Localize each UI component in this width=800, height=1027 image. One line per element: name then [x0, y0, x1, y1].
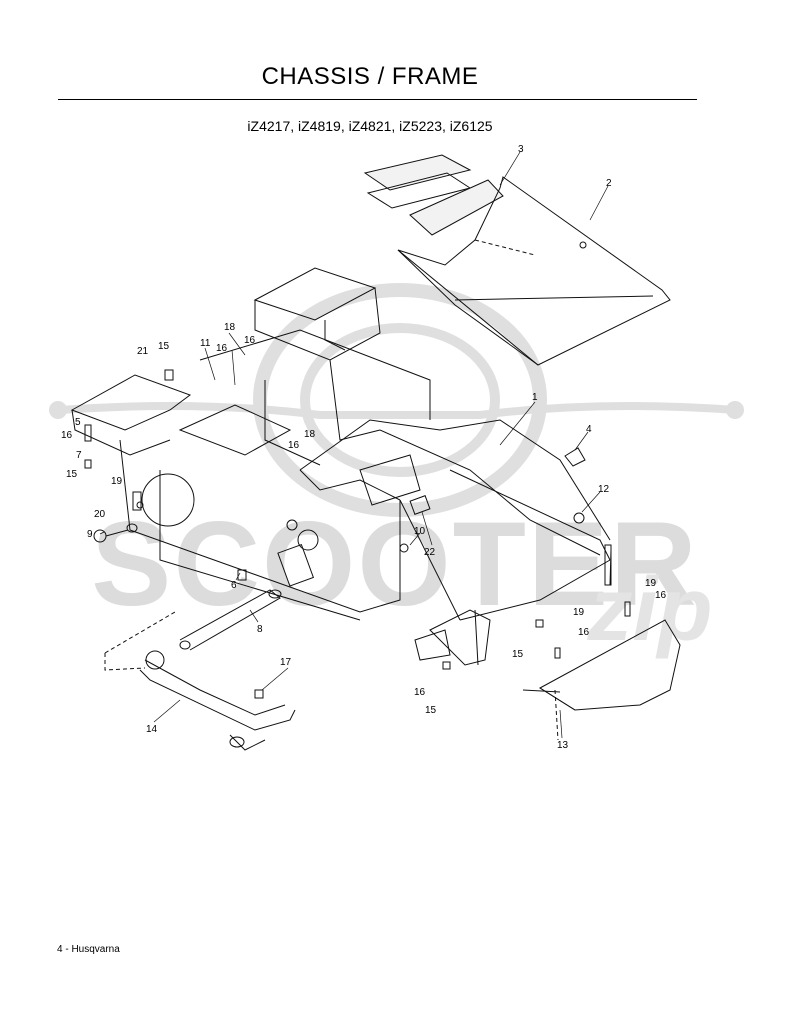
- callout-7: 7: [76, 450, 82, 461]
- model-line: iZ4217, iZ4819, iZ4821, iZ5223, iZ6125: [247, 118, 493, 134]
- watermark-text: SCOOTER: [91, 497, 698, 631]
- callout-4: 4: [586, 424, 592, 435]
- front-bracket: [414, 609, 491, 666]
- callout-17: 17: [280, 657, 292, 668]
- callout-10: 10: [414, 526, 426, 537]
- page-footer: 4 - Husqvarna: [57, 944, 120, 955]
- callout-11: 11: [200, 338, 211, 349]
- callout-6: 6: [231, 580, 237, 591]
- part-2-floor-pan: [397, 176, 671, 366]
- callout-13: 13: [557, 740, 569, 751]
- callout-2: 2: [606, 178, 612, 189]
- callout-16b: 16: [244, 335, 256, 346]
- part-14-front-axle: [104, 611, 296, 751]
- callout-20: 20: [94, 509, 106, 520]
- callout-18b: 18: [304, 429, 316, 440]
- callout-19c: 19: [645, 578, 657, 589]
- callout-16g: 16: [655, 590, 667, 601]
- callout-5: 5: [75, 417, 81, 428]
- part-8-axle: [179, 543, 315, 651]
- part-13-side-panel: [522, 619, 681, 741]
- callout-16c: 16: [61, 430, 73, 441]
- part-3-foot-pads: [363, 154, 504, 236]
- callout-1: 1: [532, 392, 538, 403]
- callout-8: 8: [257, 624, 263, 635]
- small-hardware: [84, 369, 631, 699]
- callout-15a: 15: [158, 341, 170, 352]
- callout-14: 14: [146, 724, 158, 735]
- callout-16d: 16: [288, 440, 300, 451]
- main-frame: [70, 329, 611, 621]
- watermark-script: zip: [587, 560, 713, 660]
- callout-12: 12: [598, 484, 610, 495]
- callout-19b: 19: [573, 607, 585, 618]
- title-rule: [58, 99, 697, 100]
- watermark: SCOOTER zip: [49, 283, 744, 660]
- leader-lines: [99, 151, 609, 739]
- callout-16f: 16: [578, 627, 590, 638]
- callout-15b: 15: [66, 469, 78, 480]
- page-title: CHASSIS / FRAME: [261, 63, 479, 90]
- callout-22: 22: [424, 547, 436, 558]
- callout-19a: 19: [111, 476, 123, 487]
- callout-21: 21: [137, 346, 149, 357]
- callout-15c: 15: [512, 649, 524, 660]
- callout-16a: 16: [216, 343, 228, 354]
- callout-3: 3: [518, 144, 524, 155]
- callout-16e: 16: [414, 687, 426, 698]
- callout-9: 9: [87, 529, 93, 540]
- callout-18a: 18: [224, 322, 236, 333]
- callouts: 1 2 3 4 5 6 7 8 9 10 11 12 13 14 15 15 1…: [61, 144, 667, 751]
- callout-15d: 15: [425, 705, 437, 716]
